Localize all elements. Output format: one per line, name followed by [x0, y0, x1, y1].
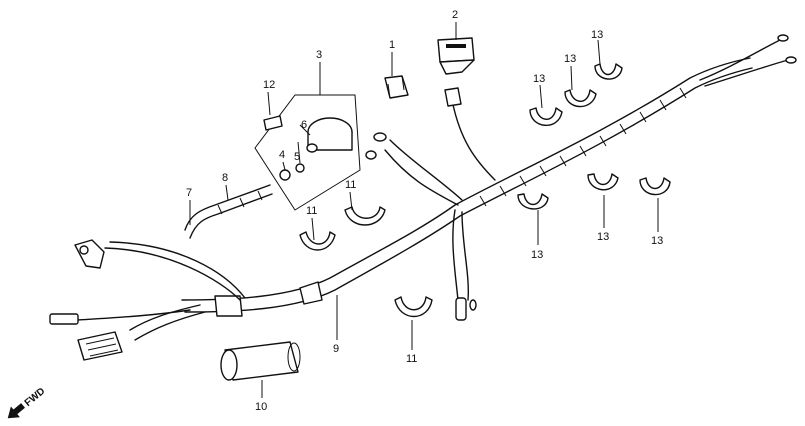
- part-labels: 1 2 3 4 5 6 7 8 9 10 11 11 11 11 12 13 1…: [186, 9, 663, 413]
- clamps: [299, 63, 671, 317]
- main-wire-harness: [181, 34, 797, 317]
- label-part-13e: 13: [597, 231, 609, 243]
- leader-lines: [189, 22, 659, 398]
- label-part-4: 4: [279, 149, 285, 161]
- part-3-relay-assembly: [254, 94, 361, 211]
- part-7-8-lead: [184, 184, 273, 239]
- part-1-clip: [384, 75, 409, 99]
- label-part-6: 6: [301, 119, 307, 131]
- label-part-5: 5: [294, 151, 300, 163]
- label-part-11b: 11: [345, 179, 356, 191]
- clamp-11a: [299, 231, 336, 251]
- label-part-13b: 13: [564, 53, 576, 65]
- left-lower-branch: [49, 304, 206, 361]
- part-10-tube: [220, 341, 301, 381]
- label-part-13c: 13: [591, 29, 603, 41]
- middle-branches: [365, 87, 496, 321]
- label-part-13d: 13: [531, 249, 543, 261]
- label-part-2: 2: [452, 9, 458, 21]
- label-part-9: 9: [333, 343, 339, 355]
- label-part-1: 1: [389, 39, 395, 51]
- left-upper-branch: [74, 239, 246, 301]
- label-part-13a: 13: [533, 73, 545, 85]
- clamp-11b: [344, 206, 386, 226]
- forward-arrow-icon: [7, 403, 25, 419]
- label-part-12: 12: [263, 79, 275, 91]
- label-part-11c: 11: [406, 353, 417, 365]
- fwd-label: FWD: [23, 386, 48, 409]
- label-part-11a: 11: [306, 205, 317, 217]
- label-part-8: 8: [222, 172, 228, 184]
- label-part-13f: 13: [651, 235, 663, 247]
- part-2-coupler: [437, 37, 475, 75]
- forward-direction-indicator: FWD: [7, 386, 48, 419]
- label-part-3: 3: [316, 49, 322, 61]
- label-part-7: 7: [186, 187, 192, 199]
- clamp-11c: [394, 296, 433, 317]
- label-part-10: 10: [255, 401, 267, 413]
